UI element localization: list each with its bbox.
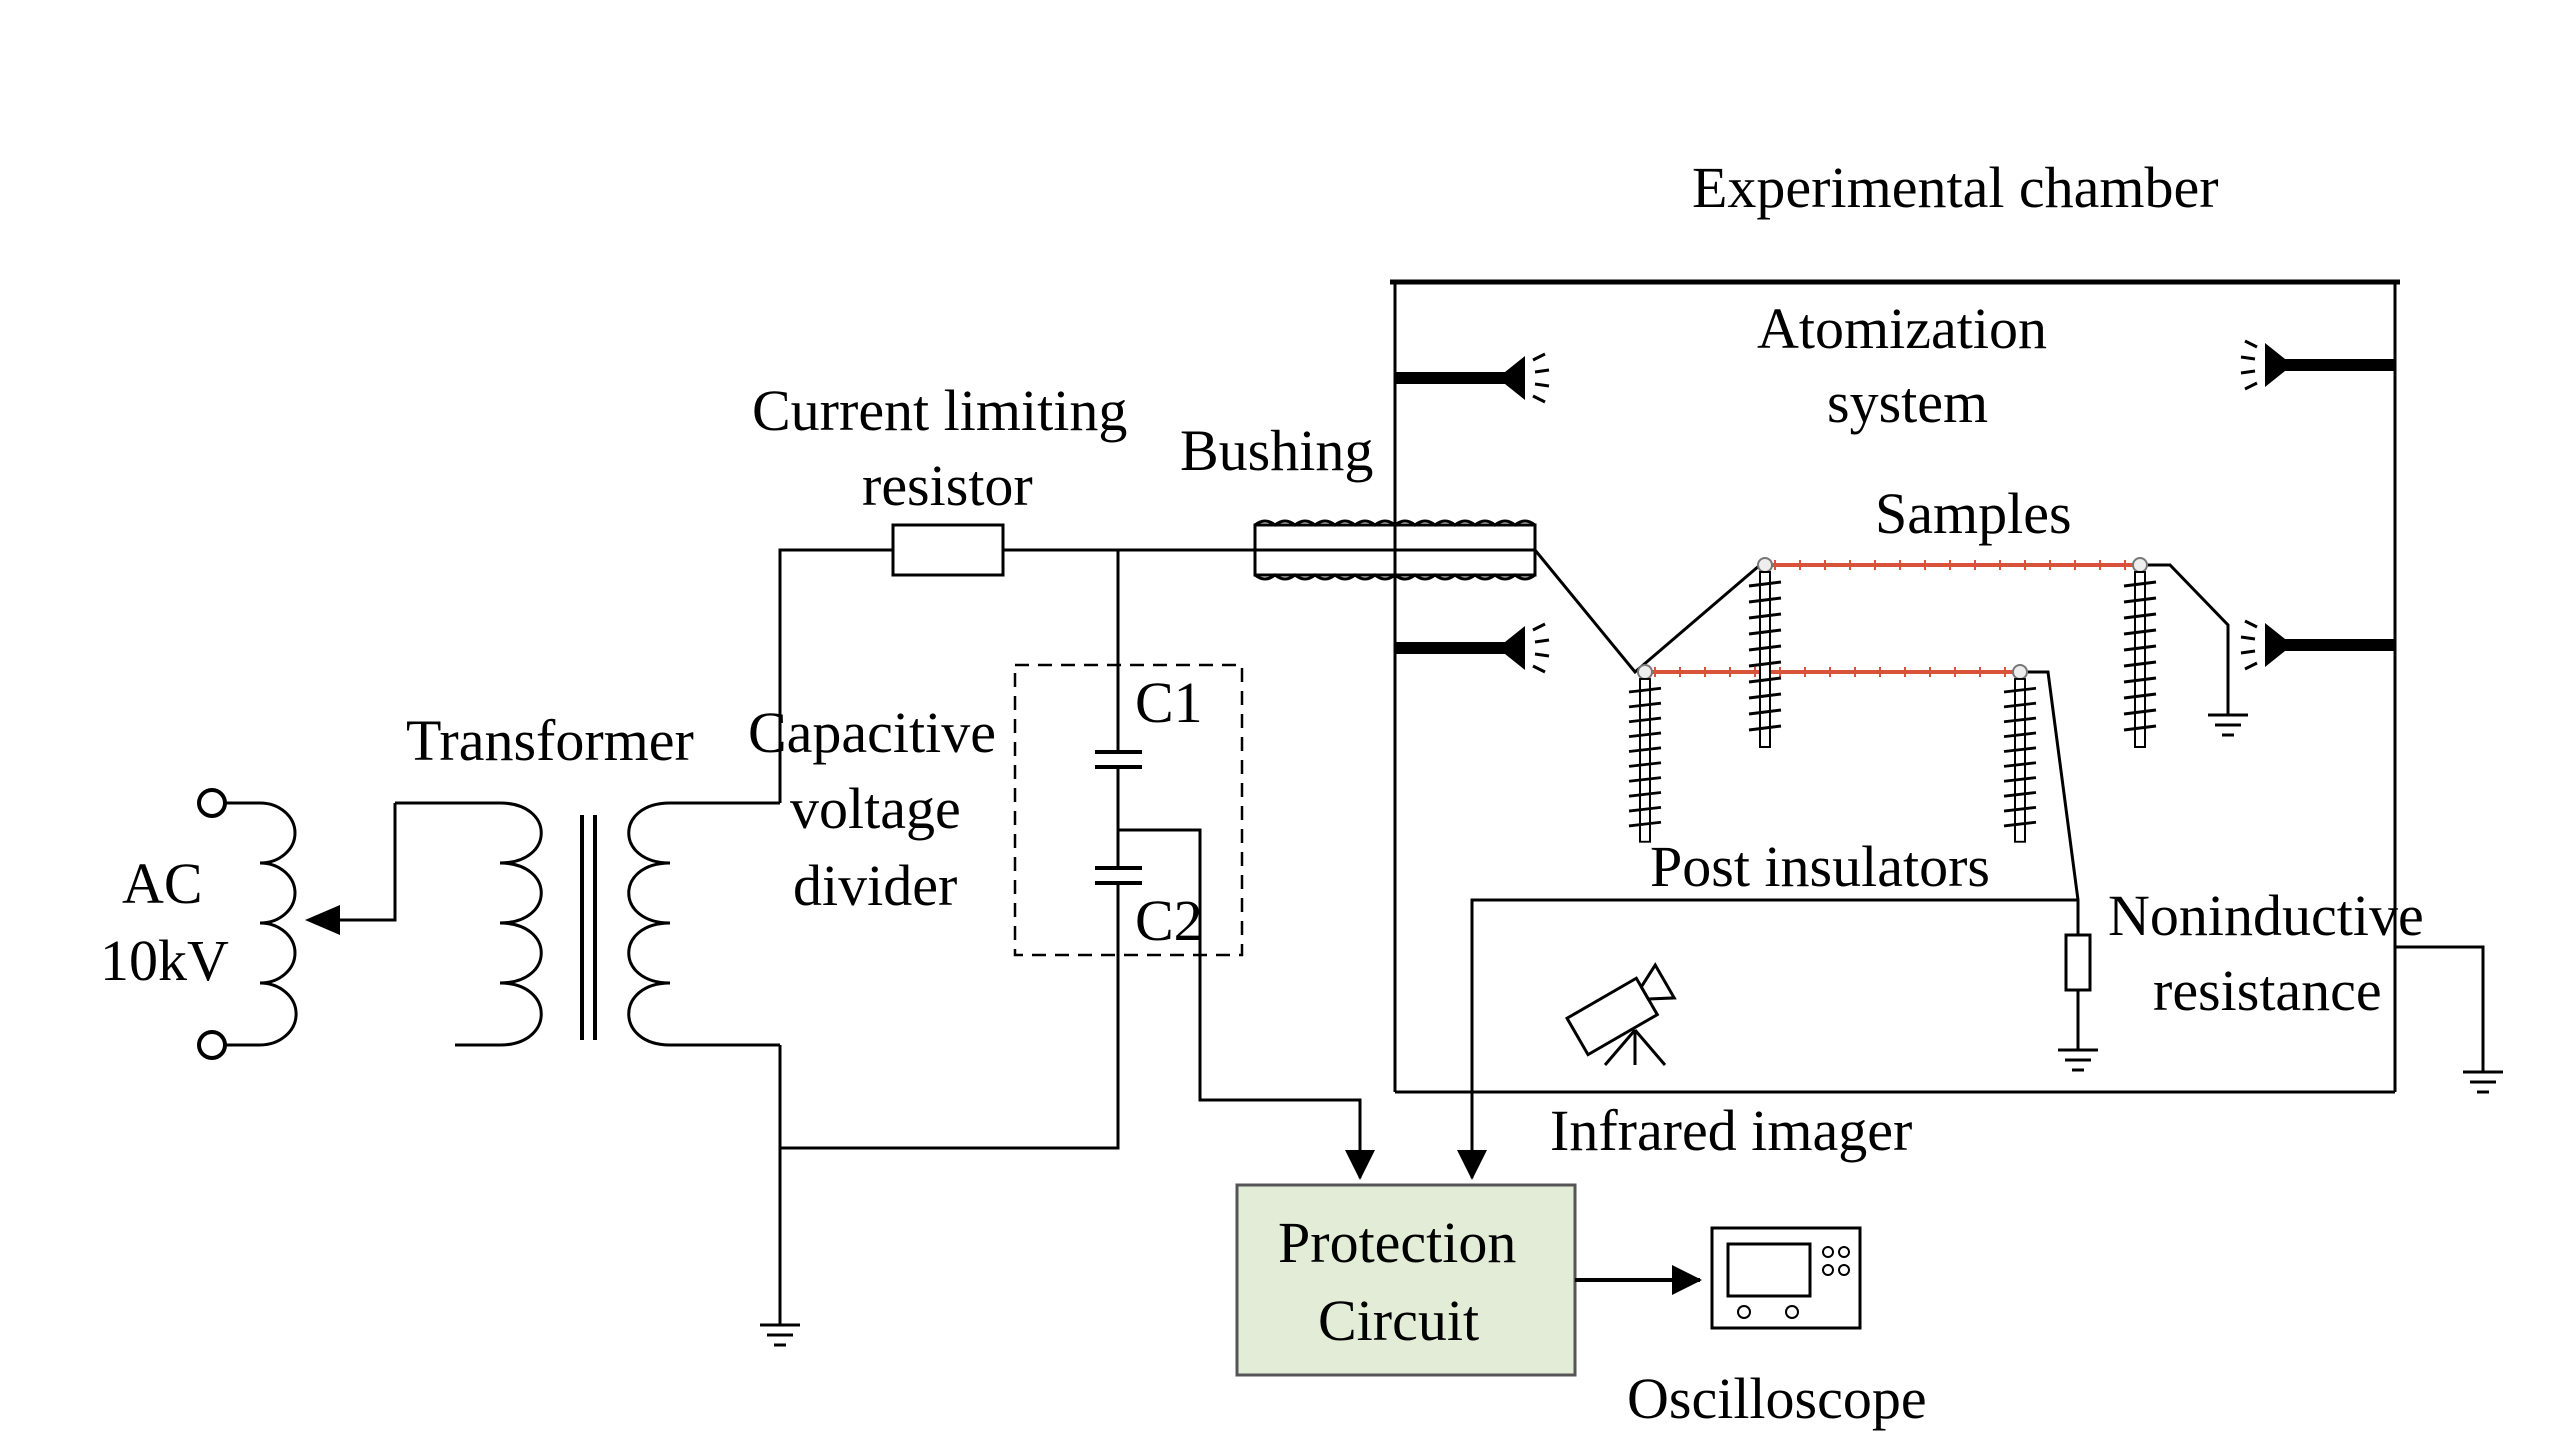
capacitive-label: Capacitive — [748, 700, 996, 765]
capacitive-voltage-divider — [1013, 550, 1375, 1180]
ground-icon — [2461, 1070, 2505, 1094]
insulator-icon — [1747, 570, 1783, 749]
atomization-label: system — [1827, 370, 1988, 435]
capacitive-label: divider — [793, 853, 957, 918]
oscilloscope-label: Oscilloscope — [1627, 1366, 1927, 1431]
samples-label: Samples — [1875, 481, 2072, 546]
ground-icon — [2206, 713, 2250, 737]
nozzle-icon — [1393, 352, 1551, 404]
insulator-icon — [1627, 677, 1663, 844]
nozzle-icon — [1393, 622, 1551, 674]
bushing-label: Bushing — [1180, 418, 1373, 483]
capacitive-label: voltage — [790, 776, 961, 841]
protection-label: Protection — [1278, 1210, 1516, 1275]
experimental-chamber — [1390, 279, 2400, 1180]
chamber-label: Experimental chamber — [1692, 155, 2219, 220]
nozzle-icon — [2239, 619, 2397, 671]
nozzle-icon — [2239, 339, 2397, 391]
noninductive-resistor — [2064, 933, 2092, 992]
protection-circuit — [1235, 1183, 1702, 1377]
ac-source — [197, 788, 455, 1060]
camera-icon — [1564, 962, 1677, 1057]
current-limiting-resistor — [891, 523, 1005, 577]
oscilloscope-icon — [1710, 1226, 1862, 1330]
c1-label: C1 — [1135, 670, 1203, 735]
ac-label: 10kV — [100, 928, 229, 993]
current-limiting-label: resistor — [862, 453, 1033, 518]
c2-label: C2 — [1135, 888, 1203, 953]
atomization-label: Atomization — [1757, 296, 2047, 361]
hv-wiring — [758, 523, 1255, 1347]
chamber-ground — [2395, 945, 2505, 1094]
current-limiting-label: Current limiting — [752, 378, 1127, 443]
transformer-label: Transformer — [406, 708, 694, 773]
ac-label: AC — [122, 851, 203, 916]
transformer — [455, 801, 780, 1047]
post-insulators-label: Post insulators — [1650, 834, 1990, 899]
insulator-icon — [2122, 570, 2158, 749]
infrared-imager-label: Infrared imager — [1550, 1098, 1912, 1163]
protection-label: Circuit — [1318, 1288, 1479, 1353]
noninductive-label: Noninductive — [2108, 883, 2424, 948]
ground-icon — [2056, 1048, 2100, 1072]
insulator-icon — [2002, 677, 2038, 844]
noninductive-label: resistance — [2153, 958, 2382, 1023]
